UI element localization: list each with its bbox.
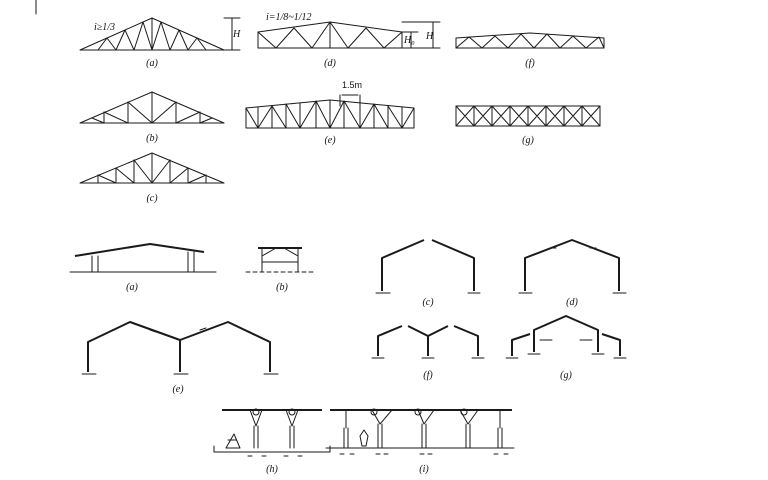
frame-e: [81, 321, 279, 375]
truss-c: [79, 152, 225, 184]
frame-b-label: (b): [276, 282, 288, 293]
truss-e-panel-dim: 1.5m: [342, 80, 362, 90]
truss-d-label: (d): [324, 58, 336, 69]
truss-f: [455, 32, 605, 49]
frame-f: [371, 325, 485, 359]
truss-g-label: (g): [522, 135, 534, 146]
frame-h: [213, 408, 331, 457]
frame-a: [69, 243, 217, 273]
truss-d: H₀ H i=1/8~1/12: [257, 12, 441, 49]
truss-a-label: (a): [146, 58, 158, 69]
truss-a-slope-label: i≥1/3: [94, 22, 115, 33]
frame-a-label: (a): [126, 282, 138, 293]
truss-e-label: (e): [324, 135, 336, 146]
frame-g-label: (g): [560, 370, 572, 381]
truss-d-slope-label: i=1/8~1/12: [266, 12, 312, 23]
frame-g: [505, 315, 627, 359]
truss-a: H i≥1/3: [79, 17, 241, 51]
truss-d-height-label: H: [425, 31, 434, 42]
truss-b: [79, 91, 225, 124]
frame-i-label: (i): [419, 464, 429, 475]
truss-a-height-label: H: [232, 29, 241, 40]
truss-e: 1.5m: [245, 80, 415, 129]
frame-d-label: (d): [566, 297, 578, 308]
frame-i: [325, 408, 515, 455]
truss-g: [455, 105, 601, 127]
frame-c: [375, 239, 481, 294]
frame-f-label: (f): [423, 370, 433, 381]
frame-e-label: (e): [172, 384, 184, 395]
truss-c-label: (c): [146, 193, 158, 204]
frame-b: [245, 247, 315, 273]
frame-h-label: (h): [266, 464, 278, 475]
frame-c-label: (c): [422, 297, 434, 308]
truss-d-end-height-label: H₀: [403, 35, 415, 46]
truss-f-label: (f): [525, 58, 535, 69]
truss-b-label: (b): [146, 133, 158, 144]
frame-d: [518, 239, 627, 294]
